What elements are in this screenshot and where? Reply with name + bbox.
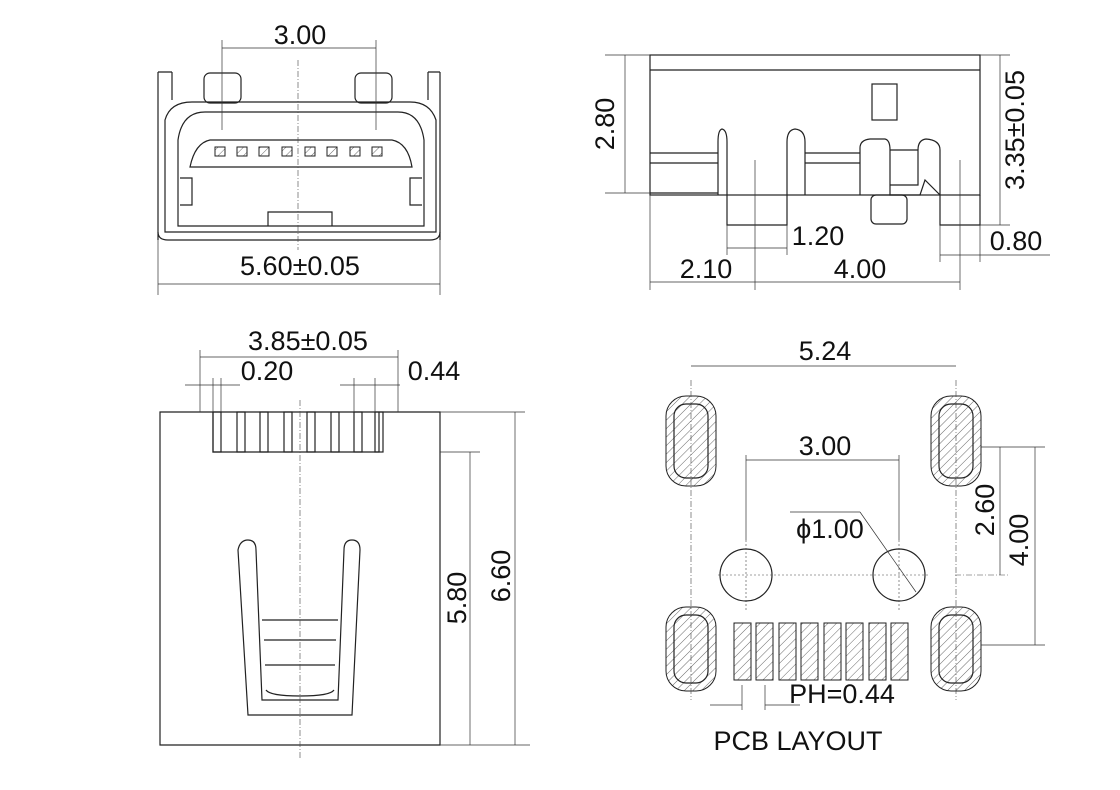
side-view: 2.80 3.35±0.05 1.20 2.10 4.00 0.80 <box>590 54 1050 290</box>
dim-top-length-total: 6.60 <box>486 550 516 603</box>
dim-side-leg-width: 1.20 <box>792 221 845 251</box>
front-view: 3.00 5.60±0.05 <box>157 20 441 295</box>
dim-top-pin-width: 0.20 <box>241 356 294 386</box>
dim-side-tab-width: 0.80 <box>990 226 1043 256</box>
dim-top-pin-span: 3.85±0.05 <box>248 326 368 356</box>
top-view: 3.85±0.05 0.20 0.44 5.80 6.60 <box>159 326 530 760</box>
dim-side-total-height: 3.35±0.05 <box>1000 70 1030 190</box>
dim-top-length-inner: 5.80 <box>442 572 472 625</box>
dim-side-offset: 2.10 <box>680 254 733 284</box>
dim-top-pin-pitch: 0.44 <box>408 356 461 386</box>
dim-pcb-slot-span: 5.24 <box>799 336 852 366</box>
dim-pcb-pitch: PH=0.44 <box>789 679 895 709</box>
pcb-pads <box>733 622 909 681</box>
top-view-pins <box>212 411 384 453</box>
dim-side-height: 2.80 <box>590 98 620 151</box>
dim-pcb-slot-offset: 2.60 <box>970 484 1000 537</box>
pcb-layout-title: PCB LAYOUT <box>713 726 882 756</box>
dim-front-width-top: 3.00 <box>274 20 327 50</box>
dim-pcb-hole-diameter: ϕ1.00 <box>796 514 864 544</box>
dim-side-leg-span: 4.00 <box>834 254 887 284</box>
front-contacts <box>214 146 383 157</box>
dim-pcb-slot-height: 4.00 <box>1004 514 1034 567</box>
dim-front-width-total: 5.60±0.05 <box>240 251 360 281</box>
pcb-layout: 5.24 3.00 ϕ1.00 2.60 4.00 PH=0.44 PCB LA… <box>665 336 1045 756</box>
dim-pcb-hole-span: 3.00 <box>799 431 852 461</box>
